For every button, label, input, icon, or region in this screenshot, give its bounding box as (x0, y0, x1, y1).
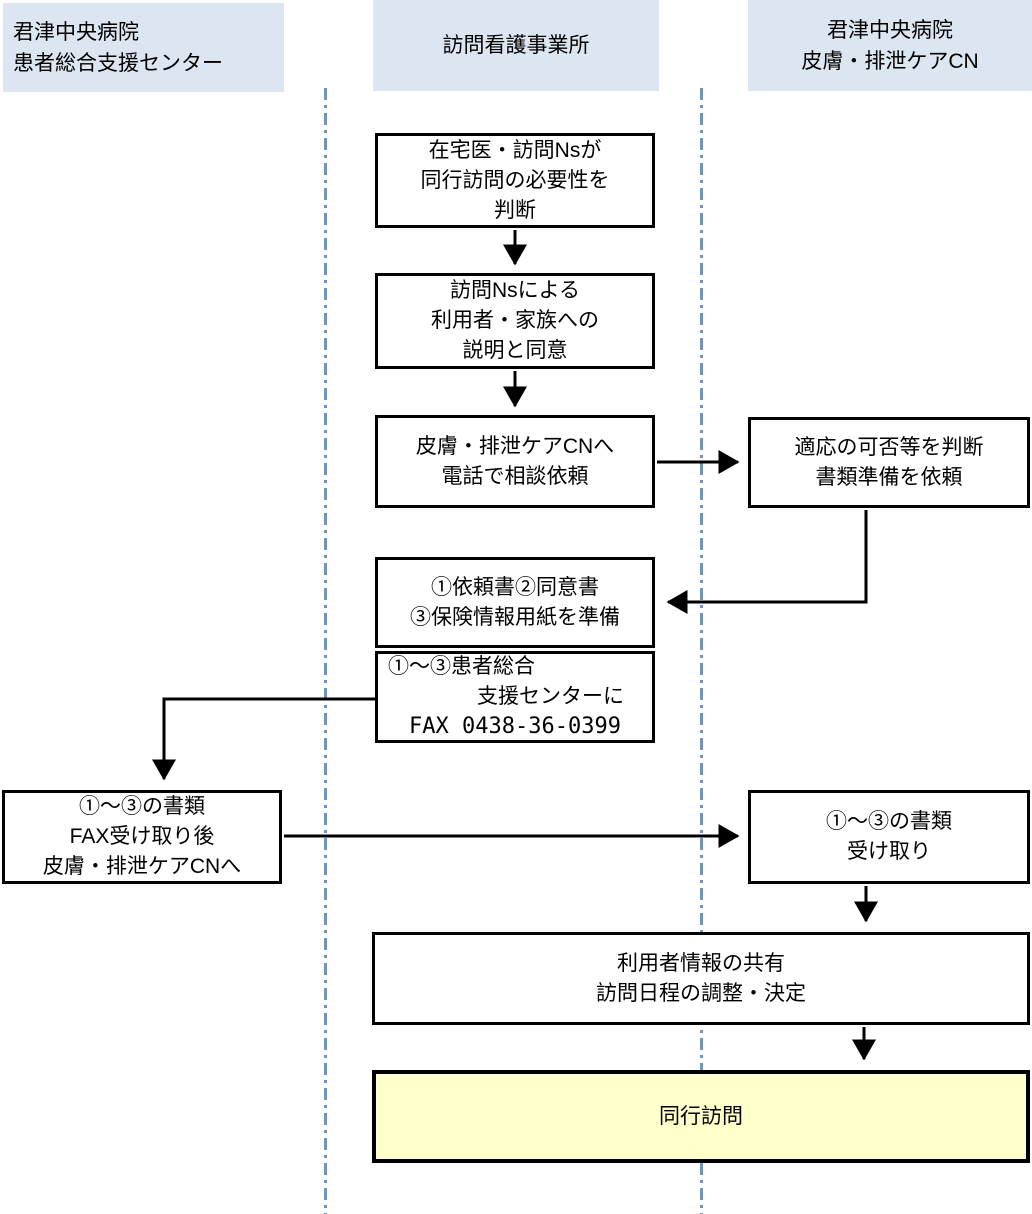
box-text-line: 判断 (494, 198, 536, 222)
lane-header-wound-care-cn: 君津中央病院 皮膚・排泄ケアCN (748, 0, 1032, 91)
box-text-line: ①～③の書類 (826, 810, 952, 833)
box-text-line: 皮膚・排泄ケアCNへ (415, 434, 615, 458)
box-text-line: 説明と同意 (462, 339, 568, 362)
connector-judge-to-prepare (666, 510, 868, 614)
flow-box-joint-visit: 同行訪問 (372, 1070, 1030, 1163)
box-text-line: 同行訪問の必要性を (420, 168, 610, 192)
flow-box-assess-need: 在宅医・訪問Nsが 同行訪問の必要性を 判断 (375, 133, 655, 228)
box-text-line: FAX受け取り後 (69, 825, 215, 848)
box-text-line: 訪問日程の調整・決定 (596, 981, 806, 1005)
flow-box-phone-consult: 皮膚・排泄ケアCNへ 電話で相談依頼 (375, 415, 655, 508)
flow-box-receive-documents: ①～③の書類 受け取り (748, 790, 1030, 884)
flow-box-judge-suitability: 適応の可否等を判断 書類準備を依頼 (748, 417, 1030, 508)
lane-header-visiting-nurse-office: 訪問看護事業所 (373, 0, 659, 91)
box-text-line: 電話で相談依頼 (441, 464, 589, 488)
box-text-line: 利用者・家族への (431, 309, 599, 332)
box-text-line: ①～③の書類 (79, 795, 205, 818)
fax-number-text: FAX 0438-36-0399 (409, 714, 621, 739)
box-text-line: 在宅医・訪問Nsが (428, 138, 602, 162)
flow-box-prepare-documents: ①依頼書②同意書 ③保険情報用紙を準備 (375, 557, 655, 648)
flow-box-share-info-schedule: 利用者情報の共有 訪問日程の調整・決定 (372, 932, 1030, 1025)
box-text-line: ①～③患者総合 (388, 655, 535, 678)
box-text-line: 同行訪問 (659, 1104, 743, 1128)
lane-header-line: 君津中央病院 (827, 18, 953, 42)
lane-header-line: 患者総合支援センター (13, 51, 223, 75)
lane-header-patient-support-center: 君津中央病院 患者総合支援センター (3, 3, 284, 92)
lane-header-line: 訪問看護事業所 (442, 34, 590, 57)
box-text-line: 適応の可否等を判断 (794, 435, 984, 459)
box-text-line: 支援センターに (477, 685, 624, 708)
box-text-line: ①依頼書②同意書 (431, 575, 599, 599)
box-text-line: ③保険情報用紙を準備 (410, 605, 620, 629)
flow-box-fax-receive-forward: ①～③の書類 FAX受け取り後 皮膚・排泄ケアCNへ (2, 790, 282, 884)
lane-header-line: 君津中央病院 (13, 20, 139, 44)
swimlane-divider-left (324, 88, 327, 1214)
box-text-line: 書類準備を依頼 (815, 465, 963, 489)
flow-box-explain-consent: 訪問Nsによる 利用者・家族への 説明と同意 (375, 273, 655, 369)
lane-header-line: 皮膚・排泄ケアCN (801, 49, 979, 73)
box-text-line: 受け取り (847, 840, 931, 863)
box-text-line: 利用者情報の共有 (617, 951, 785, 975)
flow-box-fax-documents: ①～③患者総合 支援センターに FAX 0438-36-0399 (375, 651, 655, 743)
connector-fax-to-support-center (152, 697, 375, 781)
swimlane-divider-right (700, 88, 703, 1214)
box-text-line: 皮膚・排泄ケアCNへ (42, 855, 242, 878)
box-text-line: 訪問Nsによる (449, 279, 581, 302)
